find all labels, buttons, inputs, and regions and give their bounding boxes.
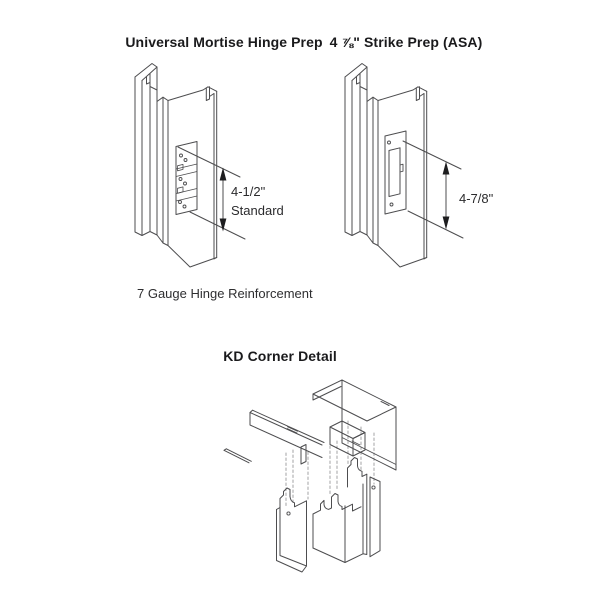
hinge-prep-drawing [134, 63, 246, 268]
strike-prep-title: 4 ⅞" Strike Prep (ASA) [329, 34, 483, 50]
hinge-prep-title: Universal Mortise Hinge Prep [125, 34, 323, 50]
strike-dimension-label: 4-7/8" [459, 191, 494, 206]
kd-corner-title: KD Corner Detail [223, 348, 337, 364]
hinge-dimension-value: 4-1/2" [231, 184, 266, 199]
strike-prep-drawing [344, 63, 464, 268]
hinge-dimension-standard: Standard [231, 203, 284, 218]
kd-corner-drawing [223, 379, 397, 573]
hinge-dimension-label: 4-1/2" Standard [231, 182, 284, 220]
hinge-reinforcement-caption: 7 Gauge Hinge Reinforcement [137, 286, 313, 301]
